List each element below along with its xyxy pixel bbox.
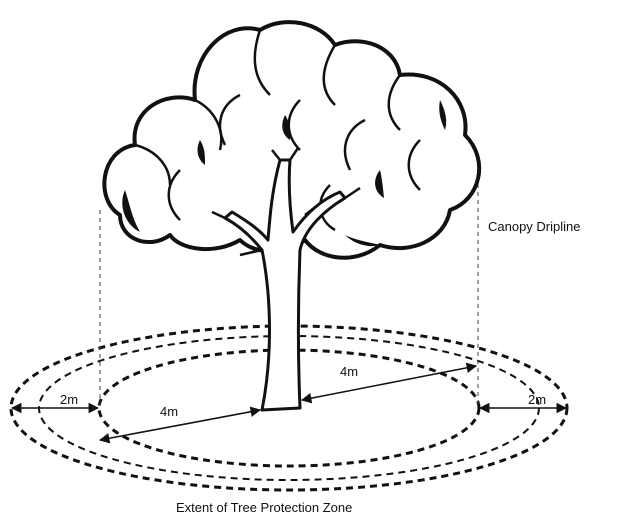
right-offset-label: 2m — [528, 392, 546, 407]
left-radius-label: 4m — [160, 404, 178, 419]
right-radius-label: 4m — [340, 364, 358, 379]
dripline-guides — [99, 160, 479, 408]
dimension-arrows — [10, 362, 568, 444]
left-offset-label: 2m — [60, 392, 78, 407]
canopy-shading — [122, 100, 447, 247]
right-radius-arrow — [300, 362, 478, 404]
left-radius-arrow — [98, 406, 262, 444]
canopy-lobes — [134, 29, 421, 232]
canopy-dripline-label: Canopy Dripline — [488, 219, 581, 234]
tree-branches — [211, 147, 361, 257]
zone-extent-caption: Extent of Tree Protection Zone — [176, 500, 352, 515]
